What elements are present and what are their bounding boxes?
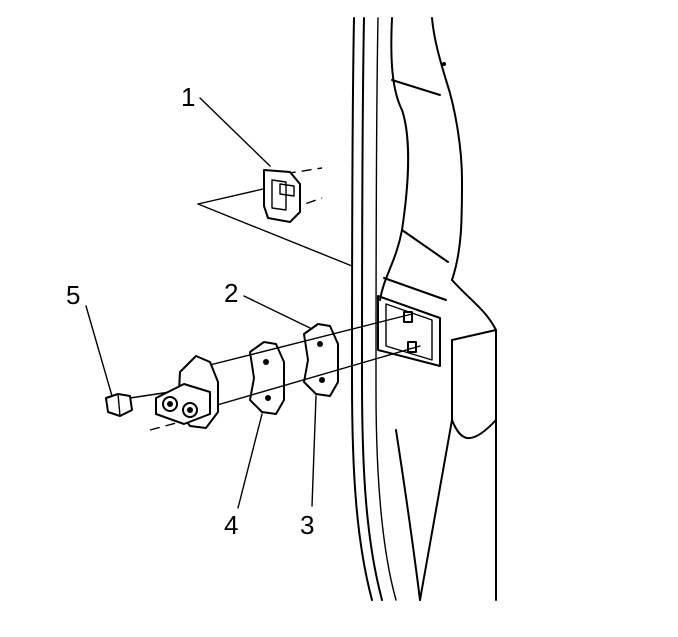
callout-3: 3 — [300, 510, 315, 540]
part-5-bolt — [105, 393, 133, 417]
part-1-check-link — [197, 167, 353, 267]
check-body — [155, 355, 219, 429]
callout-5: 5 — [66, 280, 81, 310]
callout-1: 1 — [181, 82, 196, 112]
door-pillar — [351, 17, 497, 601]
part-4-shim — [249, 341, 285, 415]
leader-lines — [85, 97, 317, 509]
part-3-shim — [303, 323, 339, 397]
callout-2: 2 — [224, 278, 239, 308]
callout-4: 4 — [224, 510, 239, 540]
